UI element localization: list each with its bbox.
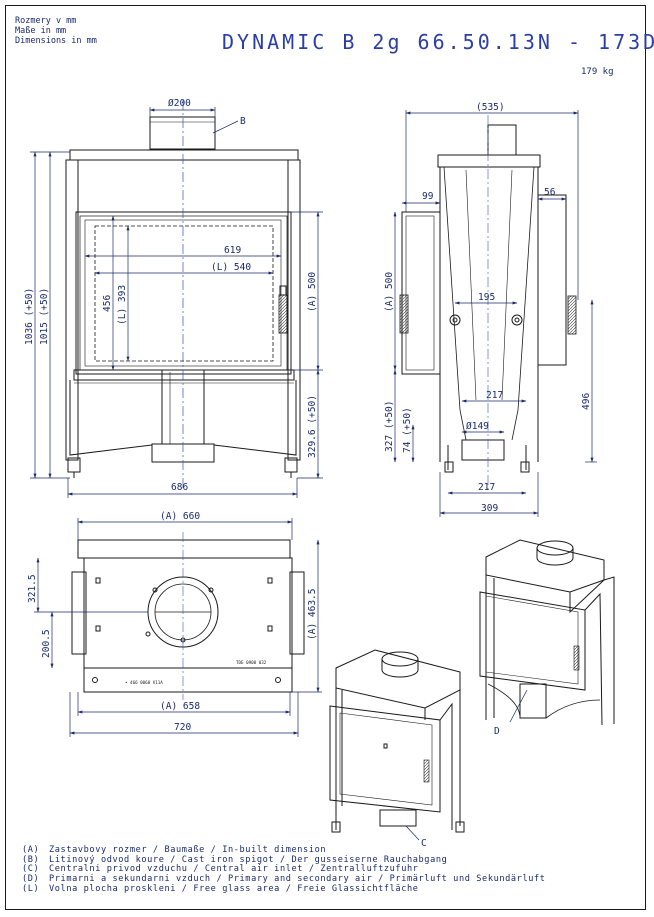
- legend-row-c: (C)Centralni privod vzduchu / Central ai…: [22, 864, 419, 875]
- dim-309-label: 309: [481, 503, 498, 514]
- dim-496-label: 496: [581, 393, 592, 410]
- dim-200-label: 200.5: [41, 629, 52, 658]
- front-view: [65, 100, 301, 490]
- top-view: [71, 532, 305, 700]
- width-619-label: 619: [224, 245, 241, 256]
- dim-99-label: 99: [422, 191, 434, 202]
- height-1036-label: 1036 (+50): [24, 288, 35, 345]
- legend-row-a: (A)Zastavbovy rozmer / Baumaße / In-buil…: [22, 845, 327, 855]
- depth-535-label: (535): [476, 102, 505, 113]
- iso-view-left: [329, 649, 465, 841]
- callout-c: C: [421, 838, 427, 849]
- units-line-en: Dimensions in mm: [15, 36, 97, 46]
- units-line-de: Maße in mm: [15, 26, 67, 36]
- door-spring: [278, 294, 288, 334]
- top-front-plate: [77, 539, 291, 559]
- width-a658-label: (A) 658: [160, 701, 200, 712]
- top-labels: (A) 660 321.5 200.5 (A) 463.5 (A) 658 72…: [27, 511, 318, 733]
- dim-149-label: Ø149: [466, 421, 489, 432]
- flue-spigot: [149, 116, 216, 150]
- dim-195-label: 195: [478, 292, 495, 303]
- door-frame: [75, 211, 292, 375]
- iso-view-right: [479, 539, 615, 726]
- glass-height-456-label: 456: [102, 295, 113, 312]
- model-title: DYNAMIC B 2g 66.50.13N - 173D: [222, 30, 654, 54]
- legend-row-b: (B)Litinový odvod koure / Cast iron spig…: [22, 854, 448, 865]
- height-329-label: 329.6 (+50): [307, 395, 318, 458]
- width-540-label: (L) 540: [211, 262, 251, 273]
- side-labels: (535) 99 56 195 (A) 500 496 217 Ø149 327…: [384, 102, 592, 514]
- callout-d: D: [494, 726, 500, 737]
- right-post: [287, 159, 301, 461]
- width-a660-label: (A) 660: [160, 511, 200, 522]
- glass-height-393-label: (L) 393: [117, 285, 128, 325]
- units-line-cz: Rozmery v mm: [15, 16, 77, 26]
- units-note: Rozmery v mm Maße in mm Dimensions in mm: [15, 16, 97, 46]
- legend: (A)Zastavbovy rozmer / Baumaße / In-buil…: [22, 845, 546, 895]
- height-1015-label: 1015 (+50): [39, 288, 50, 345]
- dim-321-label: 321.5: [27, 574, 38, 603]
- dim-217-lower-label: 217: [478, 482, 495, 493]
- width-686-label: 686: [171, 482, 188, 493]
- legend-row-d: (D)Primarni a sekundarni vzduch / Primar…: [22, 874, 546, 885]
- width-720-label: 720: [174, 722, 191, 733]
- dim-217-upper-label: 217: [486, 390, 503, 401]
- side-dimensions: [393, 110, 597, 517]
- callout-b: B: [240, 116, 246, 127]
- top-frame: [69, 149, 299, 161]
- drawing-sheet: [5, 5, 646, 910]
- depth-a463-label: (A) 463.5: [307, 589, 318, 640]
- side-height-a500-label: (A) 500: [384, 272, 395, 312]
- front-dimensions: [30, 107, 323, 498]
- dim-327-label: 327 (+50): [384, 401, 395, 452]
- front-labels: Ø200 B 1036 (+50) 1015 (+50) 456 (L) 393…: [24, 98, 318, 493]
- dim-56-label: 56: [544, 187, 556, 198]
- flue-diameter-label: Ø200: [168, 98, 191, 109]
- dim-74-label: 74 (+50): [402, 407, 413, 453]
- stamp-text-2: • 466 0060 V11A: [125, 680, 163, 685]
- top-dimensions: [34, 518, 322, 737]
- weight-label: 179 kg: [581, 67, 614, 77]
- height-a500-label: (A) 500: [307, 272, 318, 312]
- glass-area: [94, 225, 274, 362]
- left-post: [65, 159, 79, 461]
- legend-row-l: (L)Volna plocha proskleni / Free glass a…: [22, 883, 419, 894]
- stamp-text-1: TDE 0900 032: [236, 660, 267, 665]
